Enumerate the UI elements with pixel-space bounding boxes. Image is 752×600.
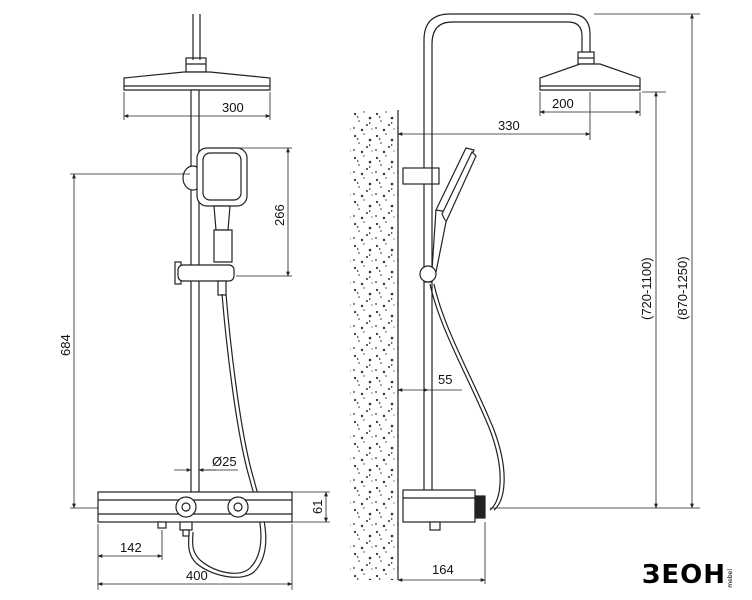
slide-holder <box>174 261 235 296</box>
front-dimensions <box>70 92 330 590</box>
brand-wordmark: ЗЕОН <box>641 560 726 590</box>
overhead-shower-head <box>123 71 271 91</box>
side-shower-hose <box>429 283 501 511</box>
dim-label-pipe-diameter: Ø25 <box>212 454 237 469</box>
side-overhead-shower-head <box>539 63 641 91</box>
wall <box>350 110 399 580</box>
brand-logo: ЗЕОН mebel <box>642 562 734 588</box>
dim-label-mixer-depth: 164 <box>432 562 454 577</box>
side-view <box>402 13 641 531</box>
dim-label-mixer-height: 61 <box>310 500 325 514</box>
side-mixer <box>402 489 486 531</box>
dim-label-height-range-inner: (720-1100) <box>639 257 654 320</box>
thermostatic-mixer <box>97 491 293 537</box>
shower-hose <box>191 293 262 574</box>
dim-label-handshower-height: 266 <box>272 204 287 226</box>
front-dimension-labels: 300 266 684 Ø25 61 142 400 <box>58 100 325 583</box>
side-hand-shower <box>431 147 477 273</box>
dim-label-mixer-width: 400 <box>186 568 208 583</box>
side-dimensions <box>397 13 700 584</box>
side-dimension-labels: 200 330 55 164 (720-1100) (870-1250) <box>432 96 690 577</box>
dim-label-total-height: 684 <box>58 334 73 356</box>
dim-label-wall-offset: 55 <box>438 372 452 387</box>
brand-subtext: mebel <box>727 569 734 588</box>
dim-label-side-head-width: 200 <box>552 96 574 111</box>
dim-label-height-range-outer: (870-1250) <box>675 256 690 320</box>
hand-shower <box>182 147 248 263</box>
dim-label-head-width: 300 <box>222 100 244 115</box>
dim-label-arm-reach: 330 <box>498 118 520 133</box>
dim-label-outlet-offset: 142 <box>120 540 142 555</box>
front-view <box>97 14 293 578</box>
